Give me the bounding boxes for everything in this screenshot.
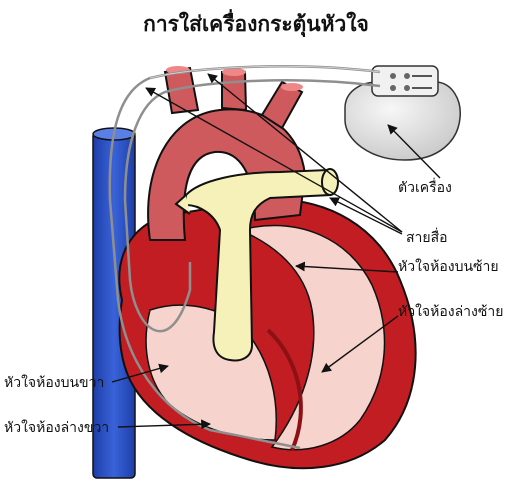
label-right-atrium: หัวใจห้องบนขวา [4, 375, 105, 391]
pacemaker-leads [108, 65, 381, 450]
label-right-ventricle: หัวใจห้องล่างขวา [4, 420, 110, 436]
label-left-atrium: หัวใจห้องบนซ้าย [398, 259, 499, 275]
label-left-ventricle: หัวใจห้องล่างซ้าย [398, 304, 504, 320]
page-title: การใส่เครื่องกระตุ้นหัวใจ [143, 11, 369, 36]
pacemaker-device-icon [344, 65, 461, 161]
label-arrows [111, 73, 441, 430]
label-leads: สายสื่อ [406, 230, 448, 246]
pulmonary-artery [174, 168, 339, 362]
label-pacemaker: ตัวเครื่อง [398, 180, 452, 196]
aorta [147, 66, 307, 241]
